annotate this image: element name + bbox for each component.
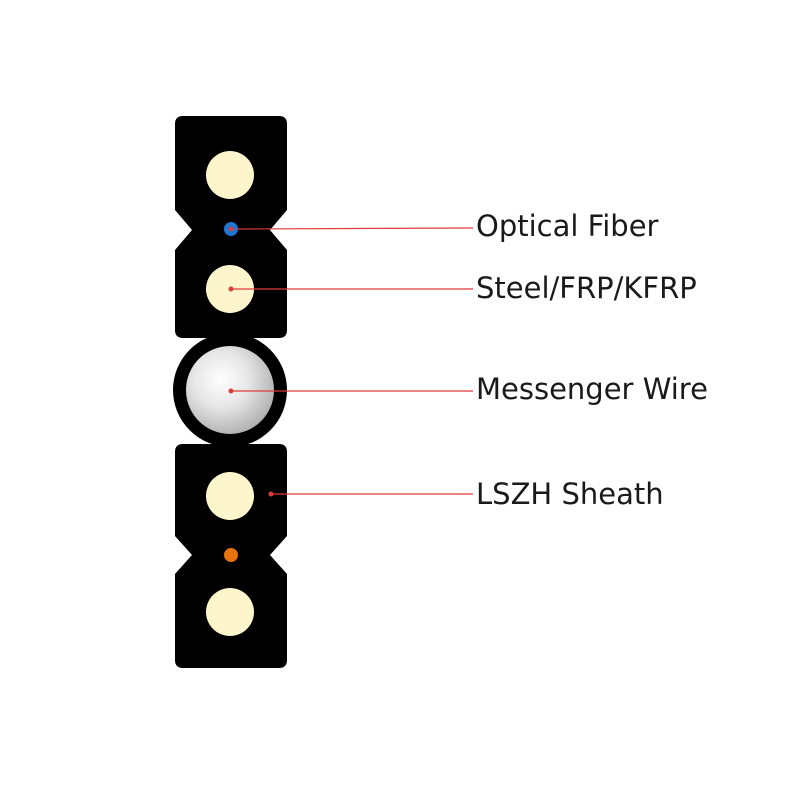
label-optical-fiber: Optical Fiber [476,209,659,243]
strength-member-4 [206,588,254,636]
strength-member-1 [206,151,254,199]
leader-dot-steel [228,286,234,292]
leader-dot-messenger [228,388,234,394]
label-steel-frp-kfrp: Steel/FRP/KFRP [476,271,697,305]
optical-fiber-blue-core [228,226,234,232]
strength-member-3 [206,472,254,520]
label-lszh-sheath: LSZH Sheath [476,477,664,511]
optical-fiber-orange [224,548,238,562]
leader-line-fiber [235,227,474,230]
label-messenger-wire: Messenger Wire [476,372,708,406]
leader-dot-sheath [268,491,274,497]
